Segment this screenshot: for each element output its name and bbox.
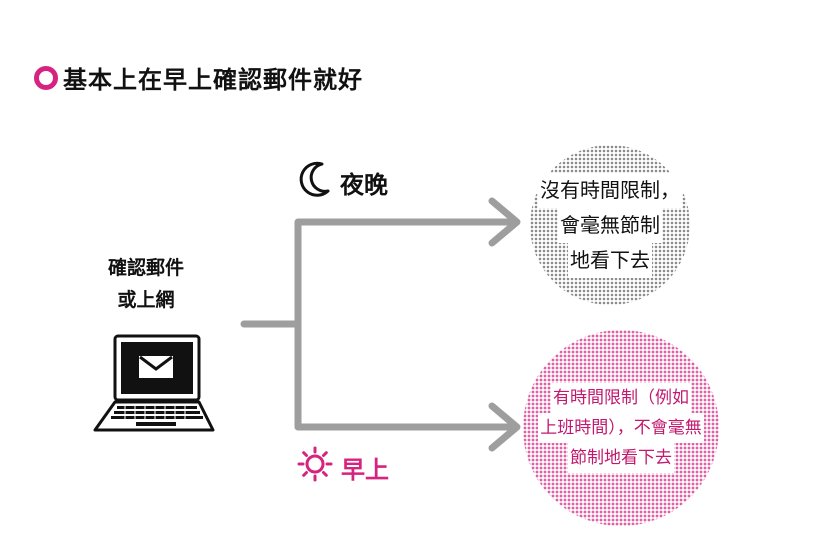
- outcome-night: 沒有時間限制， 會毫無節制 地看下去: [530, 145, 690, 305]
- night-arrowhead: [488, 197, 521, 247]
- outcome-night-line: 沒有時間限制，: [538, 172, 682, 208]
- outcome-night-line: 會毫無節制: [558, 207, 662, 243]
- outcome-night-line: 地看下去: [568, 242, 652, 278]
- branch-night-text: 夜晚: [340, 170, 388, 199]
- heading-text: 基本上在早上確認郵件就好: [63, 66, 363, 94]
- morning-branch-line: [294, 320, 520, 431]
- outcome-morning-line: 節制地看下去: [568, 443, 674, 473]
- heading-bullet-icon: [34, 65, 58, 90]
- moon-icon: [298, 160, 332, 204]
- branch-night-label: 夜晚: [298, 160, 388, 204]
- morning-arrowhead: [488, 402, 521, 452]
- source-label-line: 或上網: [117, 289, 175, 311]
- sun-icon: [297, 446, 333, 488]
- laptop-mail-icon: [93, 332, 215, 442]
- source-label-line: 確認郵件: [107, 257, 184, 279]
- outcome-morning: 有時間限制（例如 上班時間），不會毫無 節制地看下去: [523, 330, 719, 526]
- outcome-morning-line: 上班時間），不會毫無: [538, 413, 704, 443]
- branch-morning-text: 早上: [341, 455, 389, 484]
- source-label: 確認郵件 或上網: [86, 252, 206, 316]
- branch-morning-label: 早上: [297, 446, 389, 488]
- outcome-morning-line: 有時間限制（例如: [551, 383, 691, 413]
- night-branch-line: [294, 218, 520, 328]
- heading: 基本上在早上確認郵件就好: [34, 60, 363, 95]
